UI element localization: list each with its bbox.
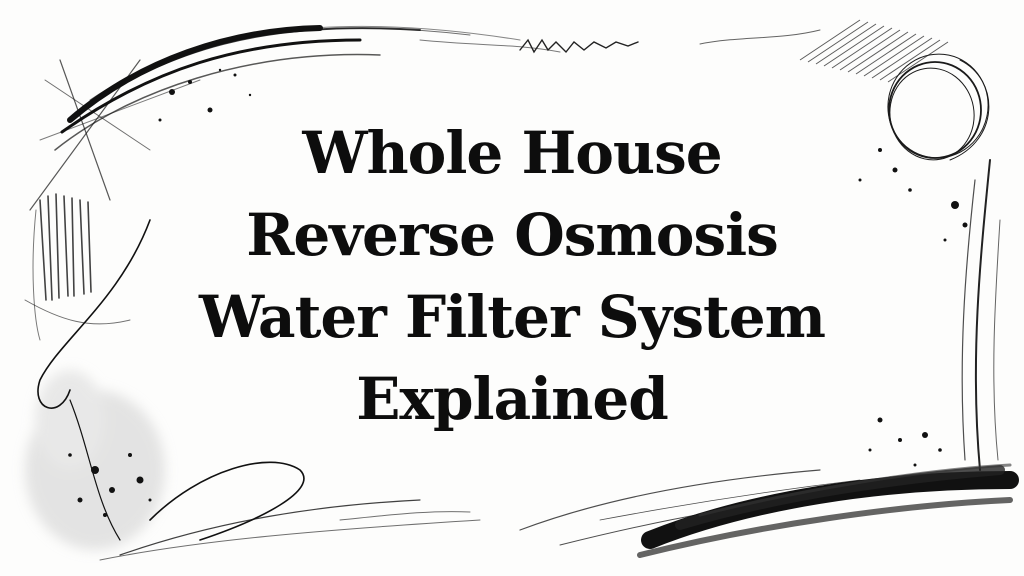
swoosh-bottom-left (99, 461, 481, 561)
hatching-top-right (799, 19, 949, 83)
title-line-2: Reverse Osmosis (246, 201, 779, 269)
title-line-3: Water Filter System (198, 283, 826, 351)
left-vertical-scribble (32, 193, 92, 341)
curve-left (24, 219, 151, 541)
page-title: Whole House Reverse Osmosis Water Filter… (160, 112, 864, 440)
ink-dots (68, 68, 968, 517)
brush-stroke-bottom-right (637, 463, 1019, 558)
smudge-bottom-left (25, 370, 165, 550)
zigzag-top (419, 29, 821, 54)
right-vertical-strokes (961, 159, 1001, 471)
brush-stroke-top-left (29, 25, 521, 211)
title-line-4: Explained (356, 365, 669, 433)
circle-scribble-top-right (887, 53, 990, 161)
title-line-1: Whole House (302, 119, 722, 187)
